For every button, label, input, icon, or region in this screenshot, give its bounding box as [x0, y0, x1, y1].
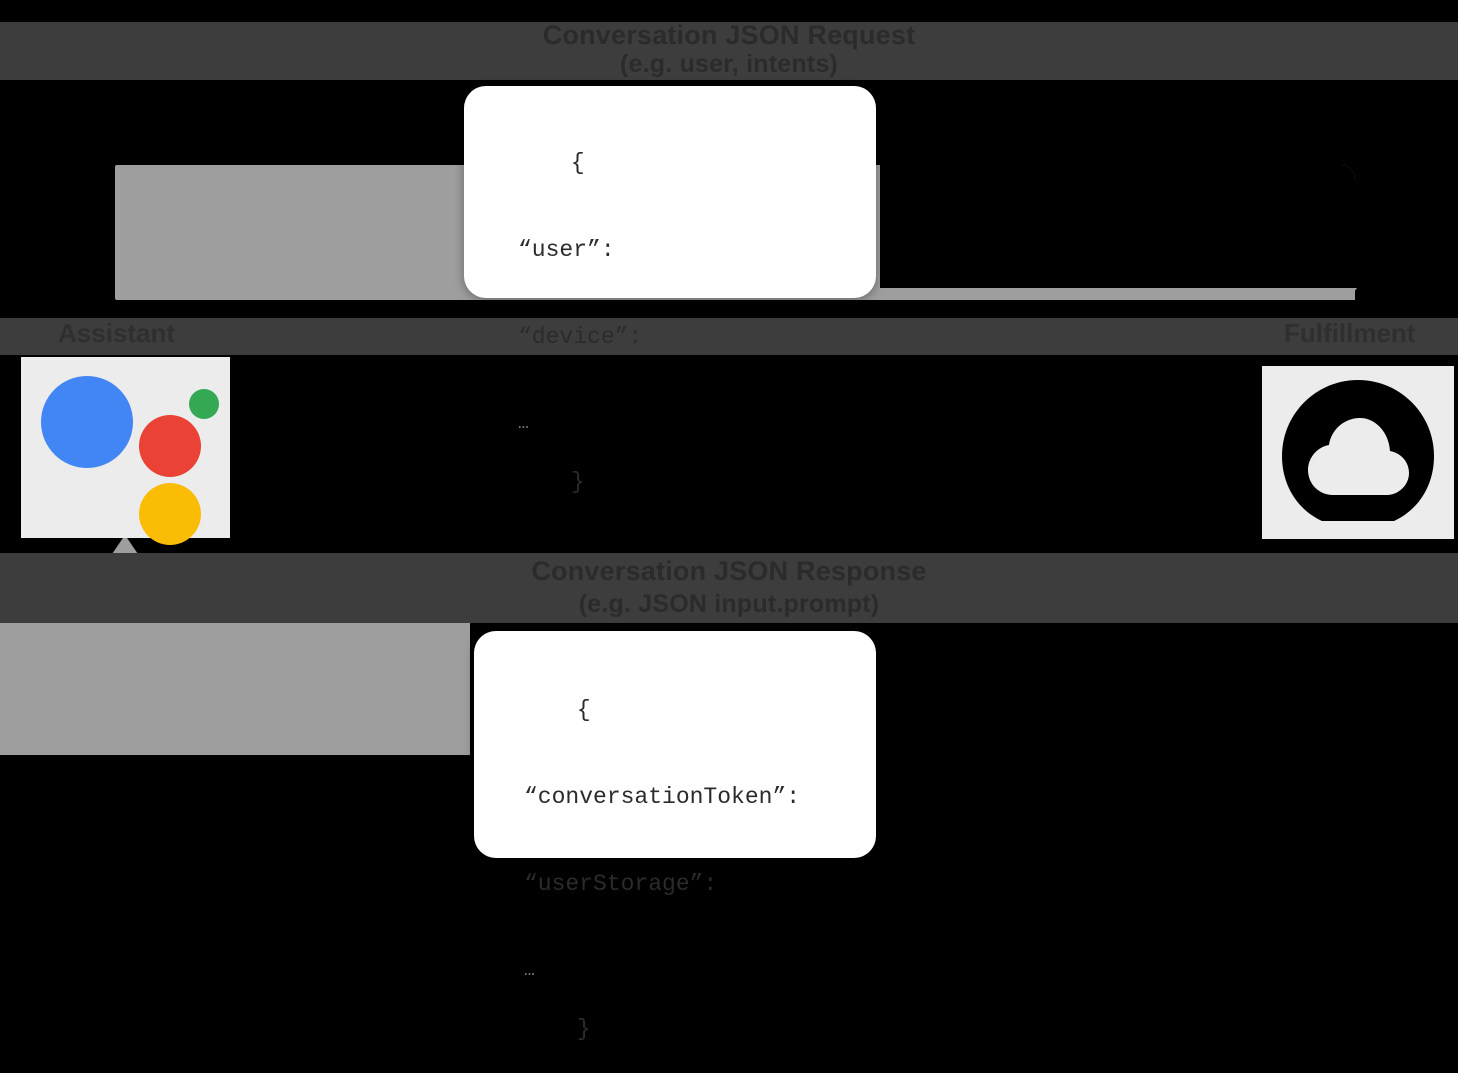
response-title: Conversation JSON Response — [531, 556, 927, 586]
response-arrow-head — [110, 535, 140, 557]
response-subtitle: (e.g. JSON input.prompt) — [578, 590, 880, 618]
assistant-red-dot-icon — [139, 415, 201, 477]
response-code-ellipsis: … — [524, 961, 535, 981]
assistant-blue-dot-icon — [41, 376, 133, 468]
response-label-strip — [0, 553, 1458, 623]
assistant-yellow-dot-icon — [139, 483, 201, 545]
response-code-key-conversation-token: “conversationToken”: — [524, 784, 801, 810]
background-shade-middle — [0, 300, 1458, 318]
assistant-green-dot-icon — [189, 389, 219, 419]
request-code-open: { — [570, 150, 585, 176]
response-json-code: { “conversationToken”: “userStorage”: … … — [494, 667, 800, 1073]
endpoint-label-strip — [0, 318, 1458, 355]
request-code-key-user: “user”: — [518, 237, 615, 263]
request-title: Conversation JSON Request — [542, 20, 916, 50]
request-arrow-shade — [880, 165, 1355, 288]
response-code-open: { — [576, 697, 591, 723]
diagram-canvas: Conversation JSON Request (e.g. user, in… — [0, 20, 1458, 1042]
assistant-label: Assistant — [58, 318, 176, 348]
request-json-card: { “user”: “device”: … } — [464, 86, 876, 495]
request-subtitle: (e.g. user, intents) — [620, 50, 838, 78]
cloud-icon — [1262, 366, 1454, 539]
request-code-ellipsis: … — [518, 414, 529, 434]
request-label-strip — [0, 22, 1458, 80]
request-code-close: } — [570, 469, 585, 495]
response-code-key-user-storage: “userStorage”: — [524, 871, 718, 897]
request-code-key-device: “device”: — [518, 324, 643, 350]
fulfillment-label: Fulfillment — [1284, 318, 1416, 348]
request-json-code: { “user”: “device”: … } — [488, 120, 642, 526]
google-assistant-logo — [21, 357, 230, 545]
response-code-close: } — [576, 1016, 591, 1042]
response-json-card: { “conversationToken”: “userStorage”: … … — [474, 631, 876, 1042]
